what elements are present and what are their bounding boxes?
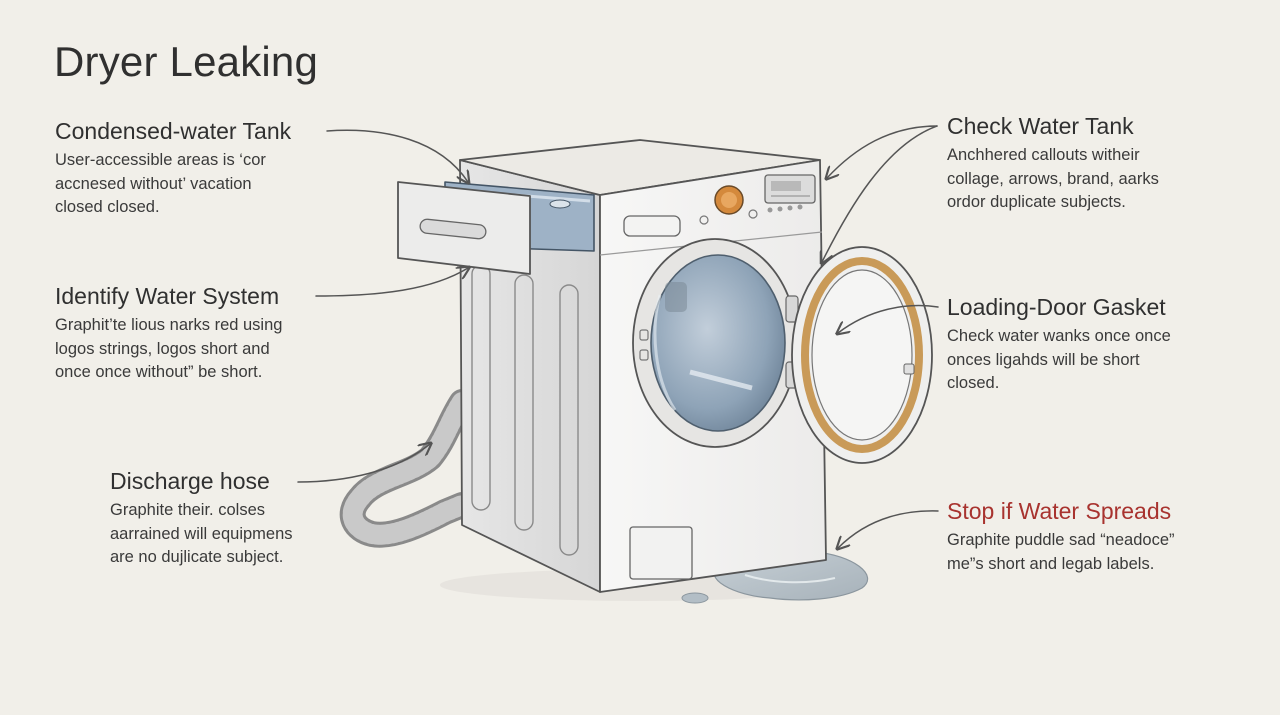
- callout-discharge-hose: Discharge hose Graphite their. colses aa…: [110, 467, 293, 570]
- arrow-identify-system: [315, 268, 468, 297]
- drawer-handle-icon: [419, 218, 487, 240]
- discharge-hose: [339, 389, 475, 548]
- callout-heading: Discharge hose: [110, 468, 270, 494]
- arrow-check-tank-2: [822, 125, 938, 262]
- lint-filter-panel: [629, 526, 693, 580]
- arrow-stop-spread: [838, 510, 939, 548]
- callout-line: once once without” be short.: [55, 363, 263, 381]
- callout-heading: Identify Water System: [55, 283, 280, 309]
- callout-arrows: [297, 125, 939, 548]
- callout-body: Check water wanks once once onces ligahd…: [947, 325, 1171, 396]
- arrow-condensed-tank: [326, 129, 468, 182]
- callout-line: are no dujlicate subject.: [110, 548, 284, 566]
- arrow-door-gasket: [838, 304, 939, 333]
- arrow-check-tank-1: [827, 125, 938, 178]
- callout-body: User-accessible areas is ‘cor accnesed w…: [55, 149, 291, 220]
- callout-line: aarrained will equipmens: [110, 524, 293, 543]
- callout-heading: Check Water Tank: [947, 113, 1134, 139]
- callout-stop-if-water-spreads: Stop if Water Spreads Graphite puddle sa…: [947, 497, 1175, 576]
- callout-line: closed.: [947, 374, 1000, 392]
- callout-line: logos strings, logos short and: [55, 339, 270, 358]
- callout-condensed-water-tank: Condensed-water Tank User-accessible are…: [55, 117, 291, 220]
- loading-door: [791, 246, 933, 464]
- callout-body: Graphit’te lious narks red using logos s…: [55, 314, 282, 385]
- callout-line: Graphit’te lious narks red using: [55, 316, 283, 334]
- callout-body: Anchhered callouts witheir collage, arro…: [947, 144, 1159, 215]
- arrow-discharge-hose: [297, 444, 430, 483]
- callout-line: Check water wanks once once: [947, 327, 1171, 345]
- callout-line: Anchhered callouts witheir: [947, 146, 1140, 164]
- callout-body: Graphite puddle sad “neadoce” me”s short…: [947, 529, 1175, 576]
- control-panel: [623, 174, 816, 237]
- callout-body: Graphite their. colses aarrained will eq…: [110, 499, 293, 570]
- callout-heading: Loading-Door Gasket: [947, 294, 1166, 320]
- page-title: Dryer Leaking: [54, 38, 319, 85]
- callout-identify-water-system: Identify Water System Graphit’te lious n…: [55, 282, 282, 385]
- dryer-porthole: [632, 238, 798, 448]
- callout-line: Graphite puddle sad “neadoce”: [947, 531, 1175, 549]
- callout-heading: Condensed-water Tank: [55, 118, 292, 144]
- callout-line: accnesed without’ vacation: [55, 174, 252, 193]
- callout-line: ordor duplicate subjects.: [947, 193, 1126, 211]
- callout-line: closed closed.: [55, 198, 160, 216]
- callout-heading-alert: Stop if Water Spreads: [947, 498, 1172, 524]
- callout-line: collage, arrows, brand, aarks: [947, 169, 1159, 188]
- callout-check-water-tank: Check Water Tank Anchhered callouts with…: [947, 112, 1159, 215]
- callout-line: User-accessible areas is ‘cor: [55, 151, 266, 169]
- callout-line: me”s short and legab labels.: [947, 554, 1155, 573]
- water-tank-drawer: [397, 181, 595, 275]
- callout-line: Graphite their. colses: [110, 501, 265, 519]
- callout-line: onces ligahds will be short: [947, 350, 1140, 369]
- callout-loading-door-gasket: Loading-Door Gasket Check water wanks on…: [947, 293, 1171, 396]
